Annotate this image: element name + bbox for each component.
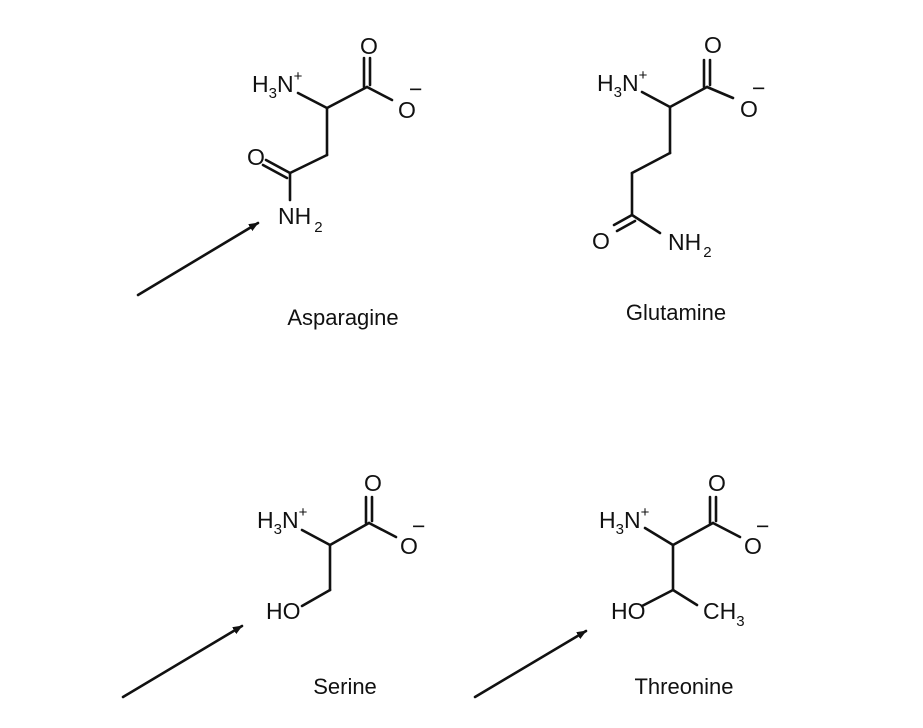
carbonyl-oxygen: O [360,33,378,59]
molecule-name: Threonine [634,674,733,699]
carboxylate-oxygen: O [400,533,418,559]
carbonyl-oxygen: O [708,470,726,496]
molecule-name: Asparagine [287,305,398,330]
carboxylate-oxygen: O [398,97,416,123]
bonds [261,56,394,202]
hydroxyl-group: HO [611,598,646,624]
amine-group: H3N+ [597,67,648,101]
arrow-icon [136,221,260,297]
molecule-name: Glutamine [626,300,726,325]
carboxylate-oxygen: O [744,533,762,559]
amide-oxygen: O [247,144,265,170]
hydroxyl-group: HO [266,598,301,624]
negative-charge: − [412,513,425,539]
negative-charge: − [752,75,765,101]
negative-charge: − [409,76,422,102]
carboxylate-oxygen: O [740,96,758,122]
amide-oxygen: O [592,228,610,254]
carbonyl-oxygen: O [704,32,722,58]
molecule-threonine: H3N+ O O − HO CH3 Threonine [473,470,769,699]
molecule-serine: H3N+ O O − HO Serine [121,470,425,699]
methyl-group: CH3 [703,598,745,630]
amine-group: H3N+ [257,504,308,538]
carbonyl-oxygen: O [364,470,382,496]
molecule-name: Serine [313,674,377,699]
bonds [300,495,398,608]
amine-group: H3N+ [599,504,650,538]
arrow-icon [473,629,588,699]
bonds [612,58,735,235]
amine-group: H3N+ [252,68,303,102]
arrow-icon [121,624,244,699]
bonds [640,495,742,608]
negative-charge: − [756,513,769,539]
